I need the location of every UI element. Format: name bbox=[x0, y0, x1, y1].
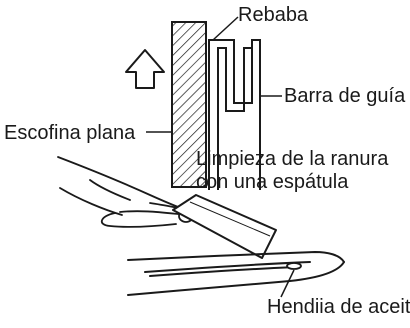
oil-hole bbox=[286, 262, 302, 270]
rebaba-leader bbox=[212, 16, 239, 41]
guide-bar-body bbox=[127, 251, 345, 296]
spatula-edge bbox=[189, 201, 271, 237]
label-limpieza-line1: Limpieza de la ranura bbox=[196, 148, 389, 170]
label-limpieza-line2: con una espátula bbox=[196, 171, 349, 193]
up-arrow-icon bbox=[125, 49, 165, 89]
label-escofina-plana: Escofina plana bbox=[4, 122, 136, 144]
label-barra-de-guia: Barra de guía bbox=[284, 85, 406, 107]
hendija-leader bbox=[280, 269, 295, 298]
flat-file-shape bbox=[171, 21, 207, 188]
label-hendija-de-aceite: Hendiia de aceite bbox=[267, 296, 410, 318]
spatula-shape bbox=[172, 194, 277, 259]
label-rebaba: Rebaba bbox=[238, 4, 309, 26]
